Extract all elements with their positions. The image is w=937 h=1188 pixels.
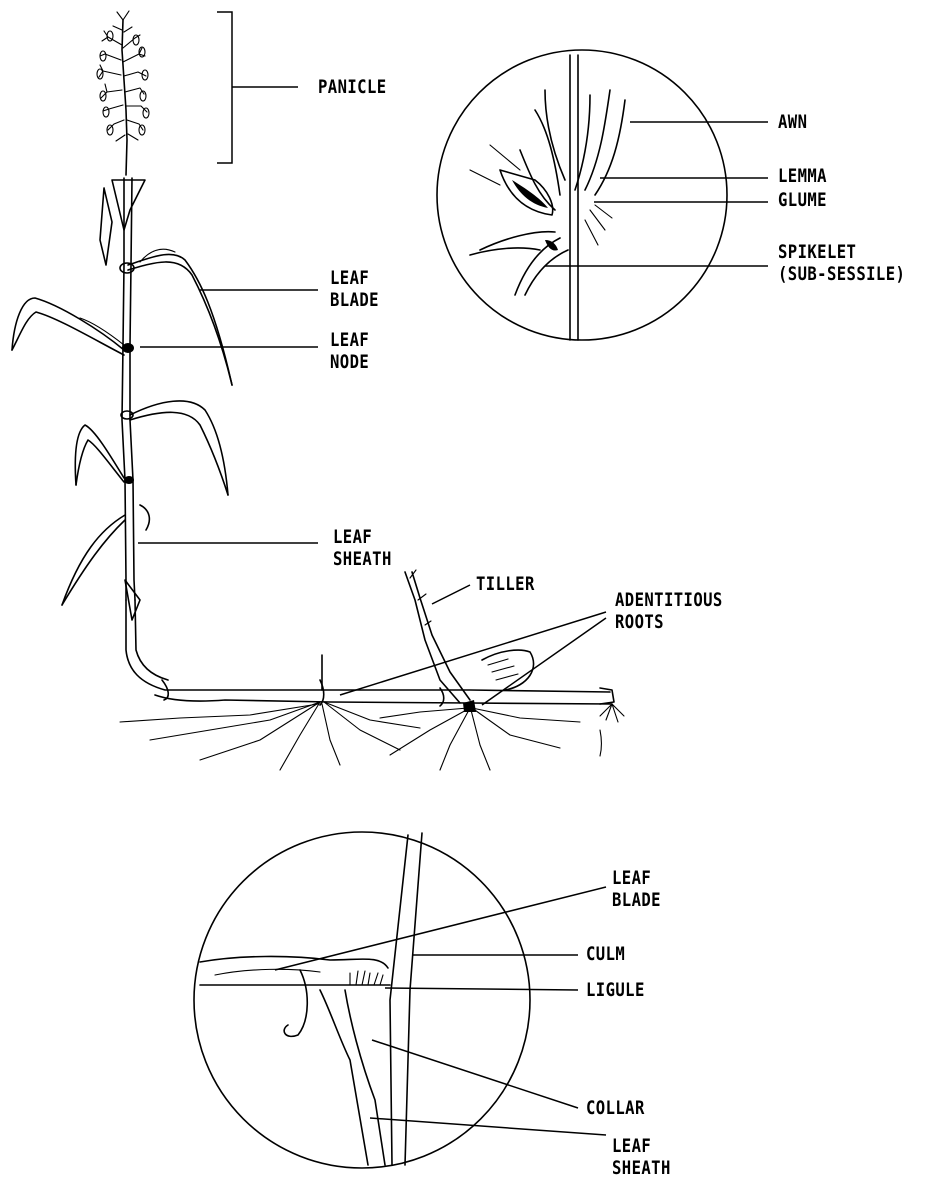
label-adventitious-roots-line2: ROOTS xyxy=(615,612,664,633)
label-spikelet-line1: SPIKELET xyxy=(778,242,856,263)
inset-leaf-blade-leader xyxy=(275,887,606,970)
label-awn: AWN xyxy=(778,112,807,133)
label-tiller: TILLER xyxy=(476,574,535,595)
spikelet-inset xyxy=(437,50,727,340)
label-inset-leaf-blade-line1: LEAF xyxy=(612,868,651,889)
tiller-leader xyxy=(432,585,470,604)
label-glume: GLUME xyxy=(778,190,827,211)
label-spikelet-line2: (SUB-SESSILE) xyxy=(778,264,905,285)
label-leaf-sheath-line2: SHEATH xyxy=(333,549,392,570)
label-culm: CULM xyxy=(586,944,625,965)
roots-drawing xyxy=(120,702,624,770)
label-adventitious-roots-line1: ADENTITIOUS xyxy=(615,590,723,611)
label-inset-leaf-sheath-line2: SHEATH xyxy=(612,1158,671,1179)
label-leaf-sheath-line1: LEAF xyxy=(333,527,372,548)
panicle-bracket xyxy=(217,12,232,163)
label-leaf-node-line1: LEAF xyxy=(330,330,369,351)
label-leaf-node-line2: NODE xyxy=(330,352,369,373)
culm-drawing xyxy=(100,178,145,600)
panicle-drawing xyxy=(97,11,149,175)
label-leaf-blade-line2: BLADE xyxy=(330,290,379,311)
stolon-drawing xyxy=(125,570,614,712)
label-lemma: LEMMA xyxy=(778,166,827,187)
label-collar: COLLAR xyxy=(586,1098,645,1119)
ligule-leader xyxy=(385,988,578,990)
label-ligule: LIGULE xyxy=(586,980,645,1001)
label-panicle: PANICLE xyxy=(318,77,387,98)
label-leaf-blade-line1: LEAF xyxy=(330,268,369,289)
collar-leader xyxy=(372,1040,578,1108)
collar-inset xyxy=(194,832,530,1168)
label-inset-leaf-sheath-line1: LEAF xyxy=(612,1136,651,1157)
label-inset-leaf-blade-line2: BLADE xyxy=(612,890,661,911)
